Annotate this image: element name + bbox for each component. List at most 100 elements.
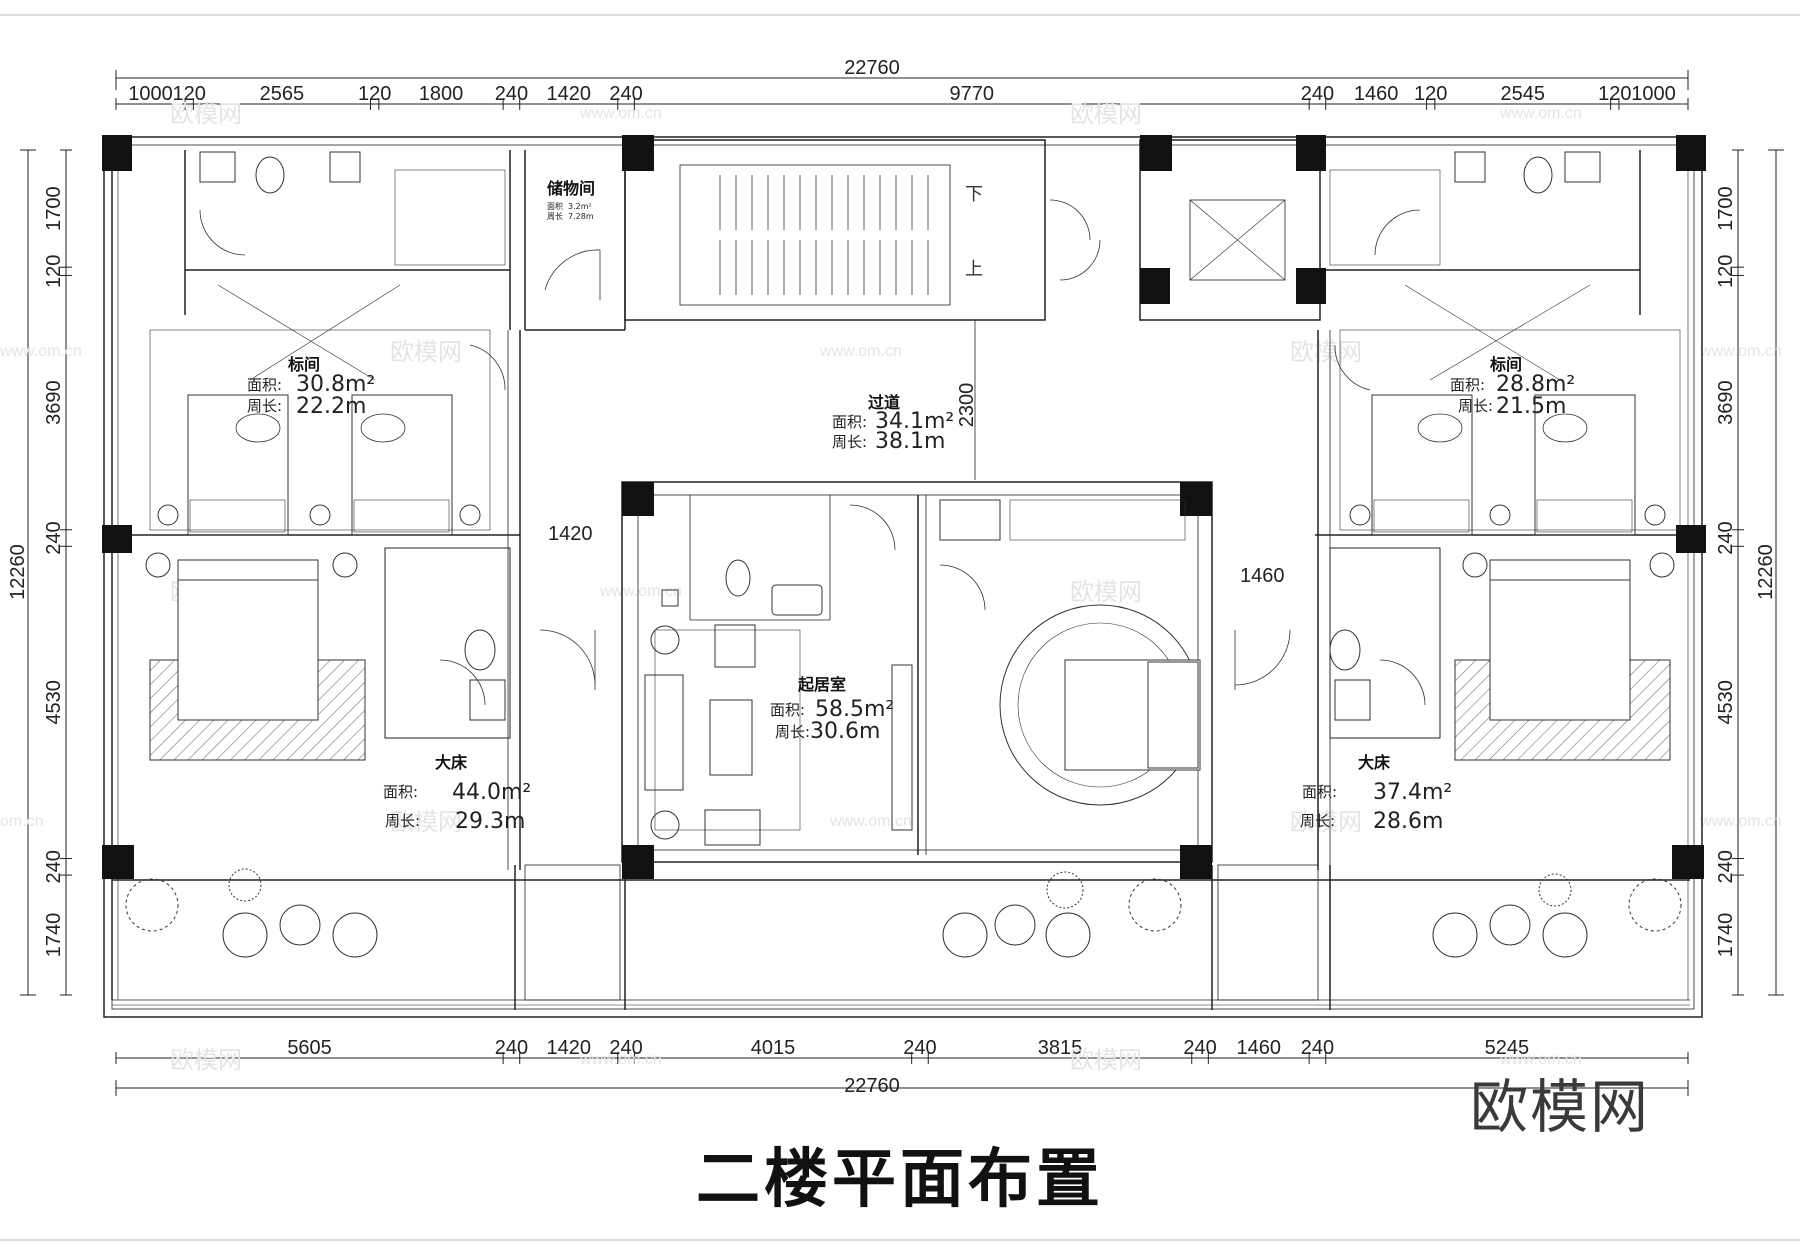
room-perimeter-value: 38.1m — [875, 429, 945, 454]
dim-segment-label: 1460 — [1236, 1037, 1281, 1059]
room-area-value: 58.5m² — [815, 697, 894, 722]
room-area-label: 面积: — [832, 413, 867, 431]
dim-segment-label: 120 — [1715, 255, 1737, 288]
dim-segment-label: 1700 — [1715, 186, 1737, 231]
dim-segment-label: 240 — [903, 1037, 936, 1059]
dim-segment-label: 4530 — [1715, 680, 1737, 725]
dim-segment-label: 1740 — [43, 913, 65, 958]
watermark-url: www.om.cn — [599, 583, 682, 600]
room-perimeter-value: 30.6m — [810, 719, 880, 744]
watermarks: 欧模网 www.om.cn 欧模网 www.om.cn 欧模网 www.om.c… — [0, 100, 1782, 1074]
dim-segment-label: 240 — [609, 83, 642, 105]
watermark-url: www.om.cn — [829, 813, 912, 830]
dim-right-segments: 1700 120 3690 240 4530 240 1740 — [1715, 186, 1737, 957]
room-perimeter-label: 周长: — [832, 433, 867, 451]
watermark-url: www.om.cn — [0, 343, 82, 360]
dim-segment-label: 240 — [43, 850, 65, 883]
dim-left-total: 12260 — [7, 544, 29, 600]
watermark: 欧模网 — [1070, 578, 1142, 606]
dim-segment-label: 4530 — [43, 680, 65, 725]
dim-segment-label: 240 — [495, 1037, 528, 1059]
watermark: 欧模网 — [1070, 1046, 1142, 1074]
room-name-corridor: 过道 — [868, 393, 900, 412]
watermark-url: www.om.cn — [819, 343, 902, 360]
dim-segment-label: 1420 — [546, 83, 591, 105]
dim-segment-label: 120 — [358, 83, 391, 105]
room-perimeter-label: 周长: — [385, 812, 420, 830]
room-area-label: 面积: — [1450, 376, 1485, 394]
dim-segment-label: 2545 — [1501, 83, 1546, 105]
dim-segment-label: 240 — [1715, 850, 1737, 883]
watermark: 欧模网 — [390, 338, 462, 366]
room-name-king-left: 大床 — [435, 753, 468, 772]
dim-segment-label: 5245 — [1485, 1037, 1530, 1059]
room-area-value: 44.0m² — [452, 780, 531, 805]
room-area-label: 面积: — [1302, 783, 1337, 801]
room-perimeter-value: 28.6m — [1373, 809, 1443, 834]
dim-segment-label: 1000 — [128, 83, 173, 105]
dim-interior-right: 1460 — [1240, 565, 1285, 587]
watermark-url-short: om.cn — [0, 813, 44, 830]
dim-segment-label: 1000 — [1631, 83, 1676, 105]
room-perimeter-label: 周长: — [775, 723, 810, 741]
dim-segment-label: 3815 — [1038, 1037, 1083, 1059]
dim-right-total: 12260 — [1755, 544, 1777, 600]
watermark-url: www.om.cn — [1699, 343, 1782, 360]
watermark: 欧模网 — [170, 100, 242, 128]
watermark-url: www.om.cn — [579, 105, 662, 122]
watermark-url: www.om.cn — [1699, 813, 1782, 830]
dim-top-total: 22760 — [844, 57, 900, 79]
dim-segment-label: 240 — [609, 1037, 642, 1059]
dim-segment-label: 4015 — [751, 1037, 796, 1059]
dim-segment-label: 5605 — [287, 1037, 332, 1059]
dim-segment-label: 240 — [495, 83, 528, 105]
dim-segment-label: 240 — [43, 521, 65, 554]
dim-segment-label: 240 — [1301, 83, 1334, 105]
dim-segment-label: 1800 — [419, 83, 464, 105]
watermark: 欧模网 — [170, 1046, 242, 1074]
watermark-url: www.om.cn — [1499, 1051, 1582, 1068]
dim-segment-label: 3690 — [43, 380, 65, 425]
room-perimeter-value: 29.3m — [455, 809, 525, 834]
room-area-value: 30.8m² — [296, 372, 375, 397]
dim-segment-label: 120 — [173, 83, 206, 105]
dim-segment-label: 240 — [1715, 521, 1737, 554]
watermark: 欧模网 — [1070, 100, 1142, 128]
room-area-label: 面积 — [547, 201, 563, 211]
room-perimeter-value: 22.2m — [296, 394, 366, 419]
dim-segment-label: 240 — [1183, 1037, 1216, 1059]
room-area-label: 面积: — [383, 783, 418, 801]
room-name-king-right: 大床 — [1358, 753, 1391, 772]
dim-segment-label: 3690 — [1715, 380, 1737, 425]
dimension-lines — [20, 70, 1784, 1096]
dim-segment-label: 1740 — [1715, 913, 1737, 958]
dim-segment-label: 9770 — [950, 83, 995, 105]
dim-segment-label: 1420 — [546, 1037, 591, 1059]
dim-segment-label: 1460 — [1354, 83, 1399, 105]
brand-logo: 欧模网 — [1470, 1073, 1651, 1141]
watermark-url: www.om.cn — [1499, 105, 1582, 122]
stairs-down-label: 下 — [965, 184, 983, 205]
stair-treads — [719, 175, 929, 295]
watermark: 欧模网 — [390, 808, 462, 836]
room-perimeter-label: 周长: — [1458, 397, 1493, 415]
dim-interior-left: 1420 — [548, 523, 593, 545]
room-area-value: 37.4m² — [1373, 780, 1452, 805]
watermark-url: www.om.cn — [579, 1051, 662, 1068]
dim-interior-corridor: 2300 — [956, 383, 978, 428]
drawing-title: 二楼平面布置 — [696, 1143, 1104, 1217]
room-area-label: 面积: — [247, 376, 282, 394]
room-name-living: 起居室 — [797, 675, 846, 694]
room-name-storage: 储物间 — [546, 179, 595, 198]
dim-segment-label: 240 — [1301, 1037, 1334, 1059]
room-perimeter-value: 7.28m — [568, 212, 594, 221]
room-area-value: 34.1m² — [875, 409, 954, 434]
dim-bottom-segments: 5605 240 1420 240 4015 240 3815 240 1460 240 5245 — [287, 1037, 1529, 1059]
room-area-label: 面积: — [770, 701, 805, 719]
room-perimeter-label: 周长: — [1300, 812, 1335, 830]
dim-segment-label: 2565 — [260, 83, 305, 105]
columns — [102, 135, 1706, 879]
